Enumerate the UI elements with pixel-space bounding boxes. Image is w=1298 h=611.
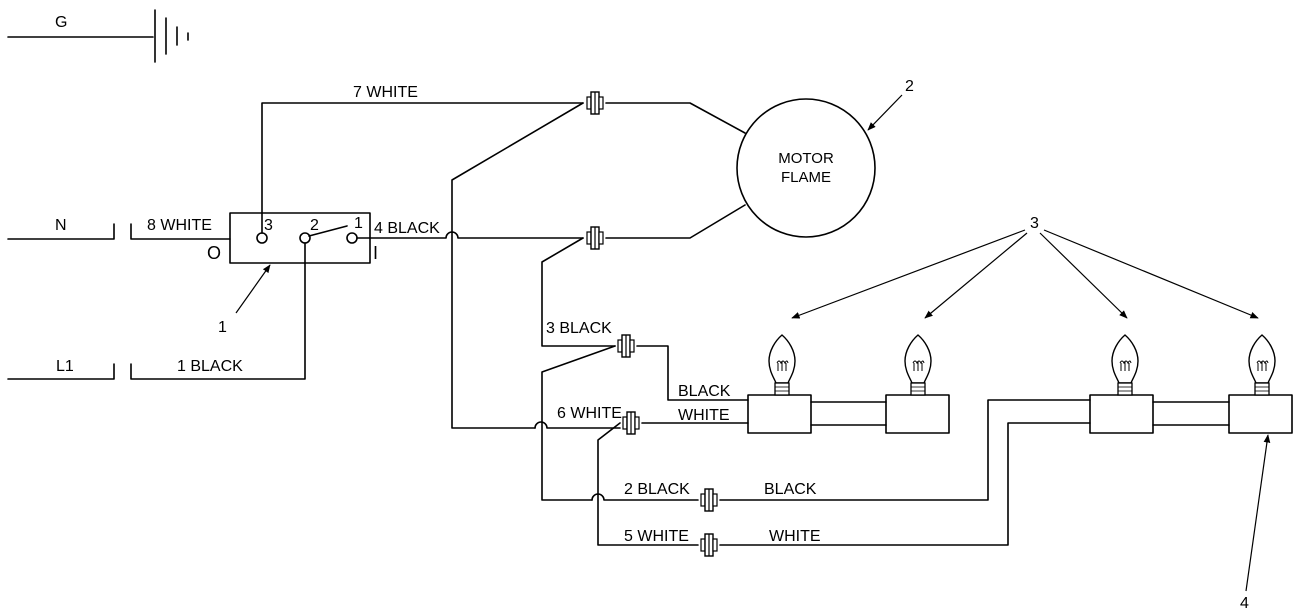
connector-6 bbox=[622, 411, 640, 435]
wire-7 bbox=[261, 102, 584, 234]
white-b-label: WHITE bbox=[769, 528, 821, 545]
wire-2-riser bbox=[541, 345, 616, 501]
wire-5-to-lamp bbox=[719, 422, 1091, 546]
wire-4-motor bbox=[605, 204, 746, 239]
bulb-1 bbox=[768, 334, 796, 396]
callout-2: 2 bbox=[905, 78, 914, 95]
wire-8-label: 8 WHITE bbox=[147, 217, 212, 234]
line1-line: L1 1 BLACK bbox=[7, 242, 306, 380]
white-bus bbox=[451, 102, 584, 429]
wire-6-label: 6 WHITE bbox=[557, 405, 622, 422]
wire-3-to-lamp bbox=[636, 345, 749, 401]
neutral-line: N 8 WHITE bbox=[7, 217, 231, 240]
wire-1-label: 1 BLACK bbox=[177, 358, 243, 375]
connector-5 bbox=[700, 533, 718, 557]
callout-3-leader-a bbox=[791, 229, 1026, 319]
lamp-group-right bbox=[1089, 334, 1293, 434]
wire-5-label: 5 WHITE bbox=[624, 528, 689, 545]
callout-3: 3 bbox=[1030, 215, 1039, 232]
callout-3-leader-d bbox=[1043, 229, 1259, 319]
white-a-label: WHITE bbox=[678, 407, 730, 424]
callout-4-leader bbox=[1245, 434, 1271, 592]
connector-7 bbox=[586, 91, 604, 115]
wire-7-motor bbox=[605, 102, 746, 134]
connector-2 bbox=[700, 488, 718, 512]
lamp-group-left bbox=[747, 334, 950, 434]
bulb-2 bbox=[904, 334, 932, 396]
neutral-label: N bbox=[55, 217, 67, 234]
switch-terminal-2: 2 bbox=[310, 217, 319, 234]
callout-4: 4 bbox=[1240, 595, 1249, 611]
callout-1-leader bbox=[235, 264, 271, 314]
wire-3-label: 3 BLACK bbox=[546, 320, 612, 337]
callout-1: 1 bbox=[218, 319, 227, 336]
wire-7-label: 7 WHITE bbox=[353, 84, 418, 101]
line1-label: L1 bbox=[56, 358, 74, 375]
white-bus-crossover bbox=[534, 421, 621, 429]
switch-off-label: O bbox=[207, 243, 221, 263]
black-a-label: BLACK bbox=[678, 383, 731, 400]
black-bus bbox=[541, 237, 616, 347]
bulb-3 bbox=[1111, 334, 1139, 396]
switch-on-label: I bbox=[373, 243, 378, 263]
callout-2-leader bbox=[867, 94, 903, 131]
callout-3-leader-b bbox=[924, 232, 1028, 319]
motor-flame: MOTOR FLAME bbox=[736, 98, 876, 238]
motor-label-line2: FLAME bbox=[781, 169, 831, 186]
wire-2 bbox=[591, 493, 699, 501]
wire-5-riser bbox=[597, 422, 699, 546]
ground-label: G bbox=[55, 14, 67, 31]
wire-4-label: 4 BLACK bbox=[374, 220, 440, 237]
connector-3 bbox=[617, 334, 635, 358]
switch-terminal-3: 3 bbox=[264, 217, 273, 234]
wire-2-label: 2 BLACK bbox=[624, 481, 690, 498]
wire-2-to-lamp bbox=[719, 399, 1091, 501]
switch-terminal-1: 1 bbox=[354, 215, 363, 232]
ground-symbol: G bbox=[7, 9, 189, 63]
callout-3-leader-c bbox=[1039, 232, 1128, 319]
connector-4 bbox=[586, 226, 604, 250]
bulb-4 bbox=[1248, 334, 1276, 396]
rocker-switch: 3 2 1 O I bbox=[207, 212, 378, 264]
motor-label-line1: MOTOR bbox=[778, 150, 834, 167]
black-b-label: BLACK bbox=[764, 481, 817, 498]
